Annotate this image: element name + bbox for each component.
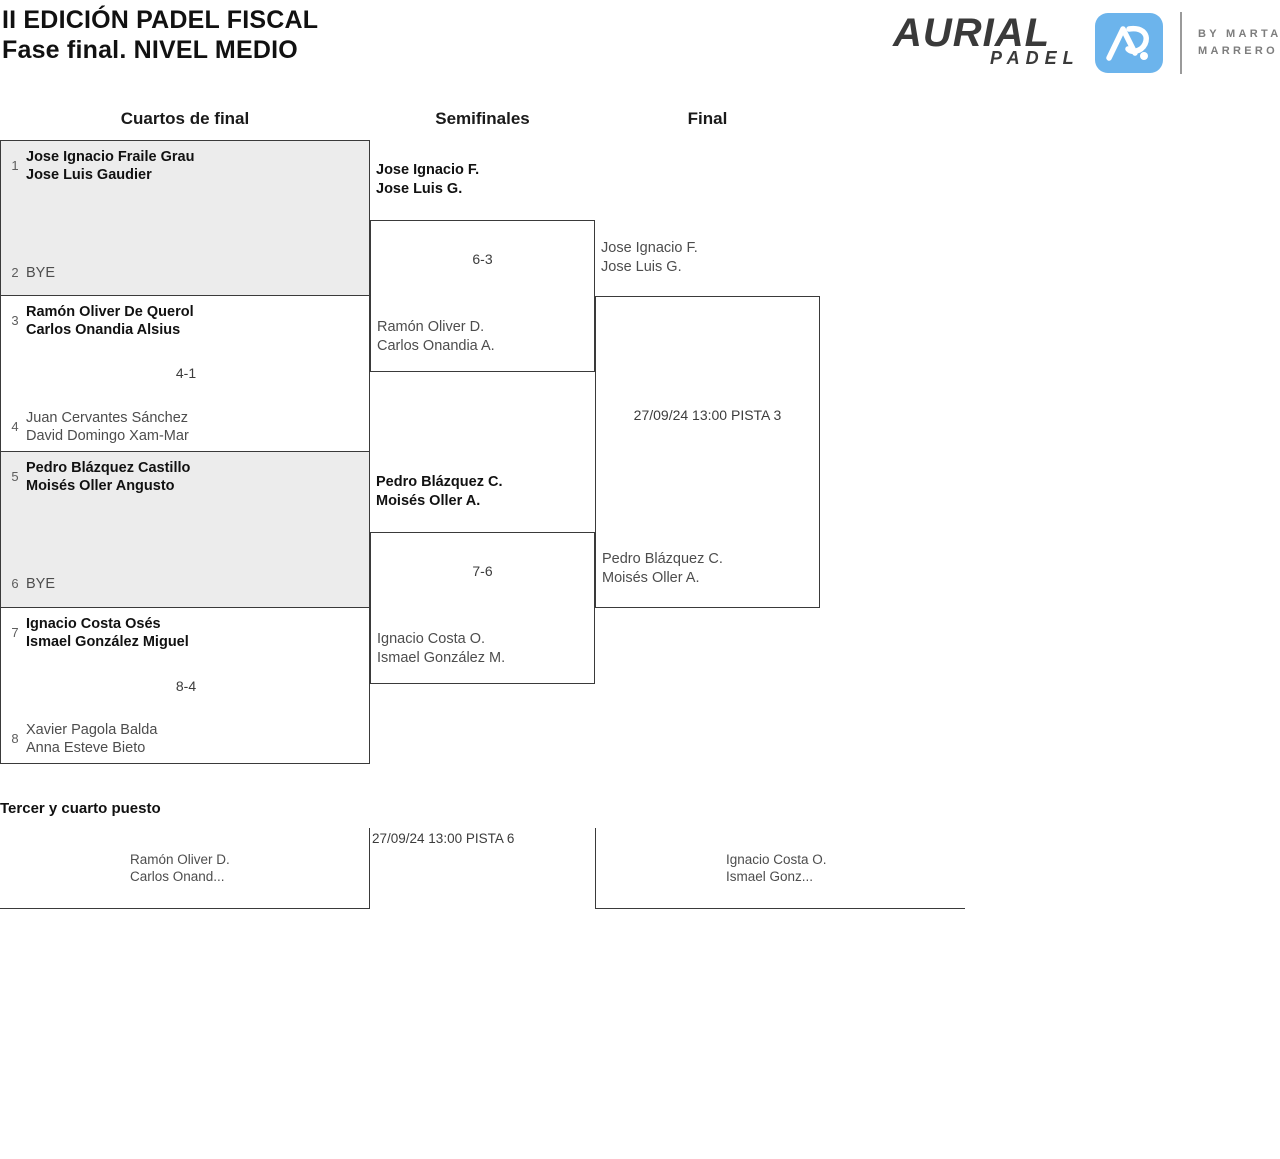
third-place-left-team[interactable]: Ramón Oliver D. Carlos Onand... (0, 828, 370, 909)
logo-aurial-text: AURIAL (893, 11, 1051, 55)
final-finalist-bottom: Pedro Blázquez C. Moisés Oller A. (602, 550, 723, 588)
qf-match-3[interactable]: 5 Pedro Blázquez Castillo Moisés Oller A… (0, 452, 370, 608)
third-place-title: Tercer y cuarto puesto (0, 800, 161, 817)
player-name: Jose Ignacio Fraile Grau (26, 149, 195, 165)
sf-match-1-score: 6-3 (472, 251, 493, 267)
player-name: Pedro Blázquez C. (602, 551, 723, 567)
player-name: Moisés Oller Angusto (26, 478, 175, 494)
player-name: Carlos Onand... (130, 869, 225, 884)
player-name: Juan Cervantes Sánchez (26, 410, 189, 426)
page-title: II EDICIÓN PADEL FISCAL Fase final. NIVE… (2, 5, 318, 65)
qf-match-1-team-top: Jose Ignacio Fraile Grau Jose Luis Gaudi… (26, 148, 194, 184)
player-name: Anna Esteve Bieto (26, 740, 146, 756)
player-name: Ignacio Costa O. (377, 631, 485, 647)
qf-match-2-slot-top[interactable]: 3 Ramón Oliver De Querol Carlos Onandia … (1, 302, 371, 342)
final-finalist-top: Jose Ignacio F. Jose Luis G. (601, 239, 698, 277)
qf-match-1[interactable]: 1 Jose Ignacio Fraile Grau Jose Luis Gau… (0, 140, 370, 296)
final-match[interactable]: 27/09/24 13:00 PISTA 3 Pedro Blázquez C.… (595, 296, 820, 608)
player-name: Carlos Onandia A. (377, 338, 495, 354)
logo-padel-text: PADEL (990, 48, 1080, 68)
player-name: Moisés Oller A. (602, 570, 700, 586)
logo-wordmark: AURIAL PADEL (893, 13, 1098, 71)
player-name: Ignacio Costa O. (726, 852, 827, 867)
title-line-1: II EDICIÓN PADEL FISCAL (2, 6, 319, 34)
third-place-schedule: 27/09/24 13:00 PISTA 6 (372, 831, 515, 846)
sf-match-1[interactable]: 6-3 Ramón Oliver D. Carlos Onandia A. (370, 220, 595, 372)
qf-match-3-seed-bottom: 6 (11, 576, 19, 591)
logo-divider (1180, 12, 1182, 74)
sf-match-1-loser: Ramón Oliver D. Carlos Onandia A. (377, 318, 495, 356)
qf-match-1-seed-top: 1 (11, 158, 19, 173)
qf-match-4-seed-bottom: 8 (11, 731, 19, 746)
qf-match-4[interactable]: 7 Ignacio Costa Osés Ismael González Mig… (0, 608, 370, 764)
player-name: Jose Luis Gaudier (26, 167, 152, 183)
player-name: Jose Luis G. (376, 181, 463, 197)
sf-match-2-winner: Pedro Blázquez C. Moisés Oller A. (376, 473, 503, 511)
round-header-final: Final (687, 109, 728, 128)
sf-match-2[interactable]: 7-6 Ignacio Costa O. Ismael González M. (370, 532, 595, 684)
player-name: Ramón Oliver D. (377, 319, 485, 335)
player-name: Jose Ignacio F. (376, 162, 480, 178)
player-name: Ignacio Costa Osés (26, 616, 161, 632)
qf-match-1-seed-bottom: 2 (11, 265, 19, 280)
player-name: Ismael González M. (377, 650, 506, 666)
third-place-right-names: Ignacio Costa O. Ismael Gonz... (726, 851, 827, 885)
qf-match-1-team-bottom: BYE (26, 264, 55, 282)
qf-match-2-seed-top: 3 (11, 313, 19, 328)
tournament-bracket: 1 Jose Ignacio Fraile Grau Jose Luis Gau… (0, 140, 820, 764)
round-header-semifinals: Semifinales (435, 109, 530, 128)
qf-match-4-seed-top: 7 (11, 625, 19, 640)
qf-match-3-team-top: Pedro Blázquez Castillo Moisés Oller Ang… (26, 459, 190, 495)
aurial-padel-logo: AURIAL PADEL BY MARTA MARRERO (893, 8, 1278, 76)
ap-monogram-icon (1095, 13, 1163, 73)
third-place-right-team[interactable]: Ignacio Costa O. Ismael Gonz... (595, 828, 965, 909)
player-name: Moisés Oller A. (376, 493, 481, 509)
player-name: Pedro Blázquez Castillo (26, 460, 191, 476)
player-name: Jose Luis G. (601, 259, 682, 275)
qf-match-2-slot-bottom[interactable]: 4 Juan Cervantes Sánchez David Domingo X… (1, 408, 371, 448)
qf-match-4-slot-top[interactable]: 7 Ignacio Costa Osés Ismael González Mig… (1, 614, 371, 654)
player-name: Pedro Blázquez C. (376, 474, 503, 490)
qf-match-2-seed-bottom: 4 (11, 419, 19, 434)
sf-match-2-score: 7-6 (472, 563, 493, 579)
qf-match-2-team-bottom: Juan Cervantes Sánchez David Domingo Xam… (26, 409, 189, 445)
logo-byline-line-2: MARRERO (1198, 45, 1278, 57)
player-name: Carlos Onandia Alsius (26, 322, 181, 338)
qf-match-2[interactable]: 3 Ramón Oliver De Querol Carlos Onandia … (0, 296, 370, 452)
qf-match-3-slot-top[interactable]: 5 Pedro Blázquez Castillo Moisés Oller A… (1, 458, 371, 498)
logo-byline: BY MARTA MARRERO (1198, 26, 1280, 60)
title-line-2: Fase final. NIVEL MEDIO (2, 36, 298, 64)
round-header-quarterfinals: Cuartos de final (120, 109, 250, 128)
logo-byline-line-1: BY MARTA (1198, 28, 1280, 40)
player-name: Jose Ignacio F. (601, 240, 698, 256)
player-name: Ismael González Miguel (26, 634, 189, 650)
player-name: BYE (26, 576, 56, 592)
sf-match-1-winner: Jose Ignacio F. Jose Luis G. (376, 161, 479, 199)
player-name: Ramón Oliver De Querol (26, 304, 194, 320)
qf-match-1-slot-bottom[interactable]: 2 BYE (1, 254, 371, 294)
player-name: Ismael Gonz... (726, 869, 814, 884)
qf-match-1-slot-top[interactable]: 1 Jose Ignacio Fraile Grau Jose Luis Gau… (1, 147, 371, 187)
page-header: II EDICIÓN PADEL FISCAL Fase final. NIVE… (0, 0, 1280, 95)
qf-match-4-team-top: Ignacio Costa Osés Ismael González Migue… (26, 615, 189, 651)
third-place-left-names: Ramón Oliver D. Carlos Onand... (130, 851, 230, 885)
final-match-schedule: 27/09/24 13:00 PISTA 3 (633, 407, 782, 423)
qf-match-3-seed-top: 5 (11, 469, 19, 484)
qf-match-2-team-top: Ramón Oliver De Querol Carlos Onandia Al… (26, 303, 194, 339)
qf-match-3-slot-bottom[interactable]: 6 BYE (1, 565, 371, 605)
player-name: Xavier Pagola Balda (26, 722, 158, 738)
qf-match-4-team-bottom: Xavier Pagola Balda Anna Esteve Bieto (26, 721, 157, 757)
sf-match-2-loser: Ignacio Costa O. Ismael González M. (377, 630, 505, 668)
player-name: David Domingo Xam-Mar (26, 428, 189, 444)
player-name: Ramón Oliver D. (130, 852, 230, 867)
qf-match-2-score: 4-1 (175, 365, 197, 381)
qf-match-4-slot-bottom[interactable]: 8 Xavier Pagola Balda Anna Esteve Bieto (1, 720, 371, 760)
player-name: BYE (26, 265, 56, 281)
qf-match-3-team-bottom: BYE (26, 575, 55, 593)
qf-match-4-score: 8-4 (175, 678, 197, 694)
